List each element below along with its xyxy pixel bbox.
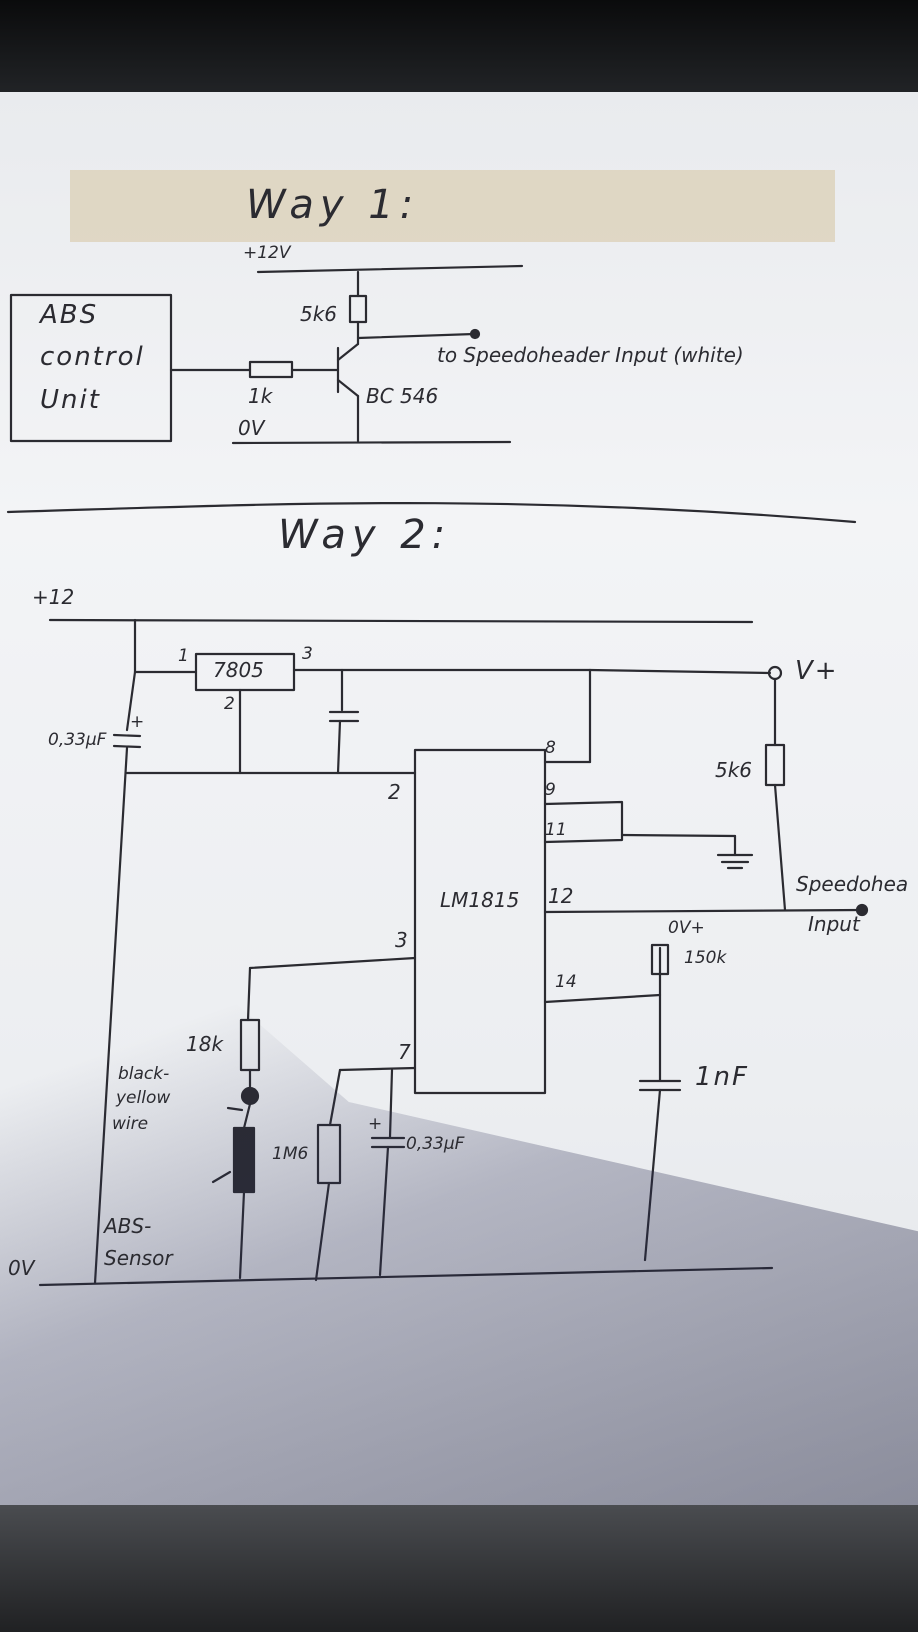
way2-circuit bbox=[38, 618, 869, 1287]
way2-supply-rail bbox=[48, 618, 754, 624]
way1-circuit bbox=[9, 264, 524, 445]
desk-background-bottom bbox=[0, 1505, 918, 1632]
ic-label: LM1815 bbox=[440, 888, 520, 912]
resistor-5k6-way1 bbox=[348, 294, 368, 324]
way1-supply-label: +12V bbox=[243, 243, 291, 263]
way2-ground-label: 0V bbox=[8, 1256, 35, 1280]
ic-pin7-label: 7 bbox=[398, 1040, 411, 1064]
way1-title: Way 1: bbox=[246, 182, 420, 228]
wire-note-line2: yellow bbox=[116, 1088, 171, 1108]
sensor-label-line1: ABS- bbox=[104, 1214, 152, 1238]
masking-tape bbox=[70, 170, 835, 242]
way2-title: Way 2: bbox=[278, 512, 452, 558]
resistor-5k6-way2 bbox=[764, 743, 786, 787]
way1-ground-label: 0V bbox=[238, 416, 265, 440]
resistor-1k bbox=[248, 360, 294, 379]
wire-note-line1: black- bbox=[118, 1064, 170, 1084]
way1-output-node bbox=[469, 328, 481, 340]
regulator-label: 7805 bbox=[213, 658, 264, 682]
vplus-label: V+ bbox=[795, 656, 839, 686]
ic-pin12-label: 12 bbox=[548, 884, 574, 908]
ic-pin2-label: 2 bbox=[388, 780, 401, 804]
way2-output-label-2: Input bbox=[808, 912, 860, 936]
ic-pin3-label: 3 bbox=[395, 928, 408, 952]
way2-r-pullup-label: 5k6 bbox=[715, 758, 753, 782]
abs-unit-line1: ABS bbox=[40, 300, 99, 330]
way1-ground-rail bbox=[231, 440, 512, 445]
cap-in-plus: + bbox=[130, 712, 145, 732]
desk-background-top bbox=[0, 0, 918, 100]
wire-note-line3: wire bbox=[112, 1114, 149, 1134]
way2-supply-label: +12 bbox=[32, 585, 75, 609]
r-sensor-label: 18k bbox=[186, 1032, 224, 1056]
ic-pin9-label: 9 bbox=[545, 780, 556, 800]
way1-r-collector-label: 5k6 bbox=[300, 302, 338, 326]
transistor-label: BC 546 bbox=[366, 384, 439, 408]
way1-output-label: to Speedoheader Input (white) bbox=[437, 343, 744, 367]
section-divider bbox=[6, 502, 857, 524]
ic-pin14-label: 14 bbox=[555, 972, 577, 992]
way2-output-node bbox=[855, 903, 869, 917]
cap-in-label: 0,33µF bbox=[48, 730, 107, 750]
ic-pin8-label: 8 bbox=[545, 738, 556, 758]
r-timing-label: 150k bbox=[684, 948, 727, 968]
abs-control-unit-box bbox=[9, 293, 173, 443]
ic-lm1815-box bbox=[413, 748, 547, 1095]
r-1m6-label: 1M6 bbox=[272, 1144, 309, 1164]
c-033-plus: + bbox=[368, 1114, 383, 1134]
c-033-label: 0,33µF bbox=[406, 1134, 465, 1154]
way2-output-label-1: Speedohea bbox=[796, 872, 909, 896]
way1-supply-rail bbox=[256, 264, 524, 274]
resistor-150k bbox=[650, 943, 670, 976]
c-timing-label: 1nF bbox=[695, 1062, 749, 1092]
way2-ground-rail bbox=[38, 1266, 774, 1287]
regulator-7805-box bbox=[194, 652, 296, 692]
abs-unit-line3: Unit bbox=[40, 385, 101, 415]
vplus2-label: 0V+ bbox=[668, 918, 705, 938]
way1-r-base-label: 1k bbox=[248, 384, 273, 408]
abs-unit-line2: control bbox=[40, 342, 145, 372]
way2-left-rail bbox=[93, 746, 129, 1285]
reg-pin2-label: 2 bbox=[224, 694, 235, 714]
sensor-label-line2: Sensor bbox=[104, 1246, 173, 1270]
reg-pin3-label: 3 bbox=[302, 644, 313, 664]
cap-in-plate-bottom bbox=[112, 744, 142, 749]
ic-pin11-label: 11 bbox=[545, 820, 567, 840]
reg-pin1-label: 1 bbox=[178, 646, 189, 666]
cap-in-plate-top bbox=[112, 733, 142, 738]
